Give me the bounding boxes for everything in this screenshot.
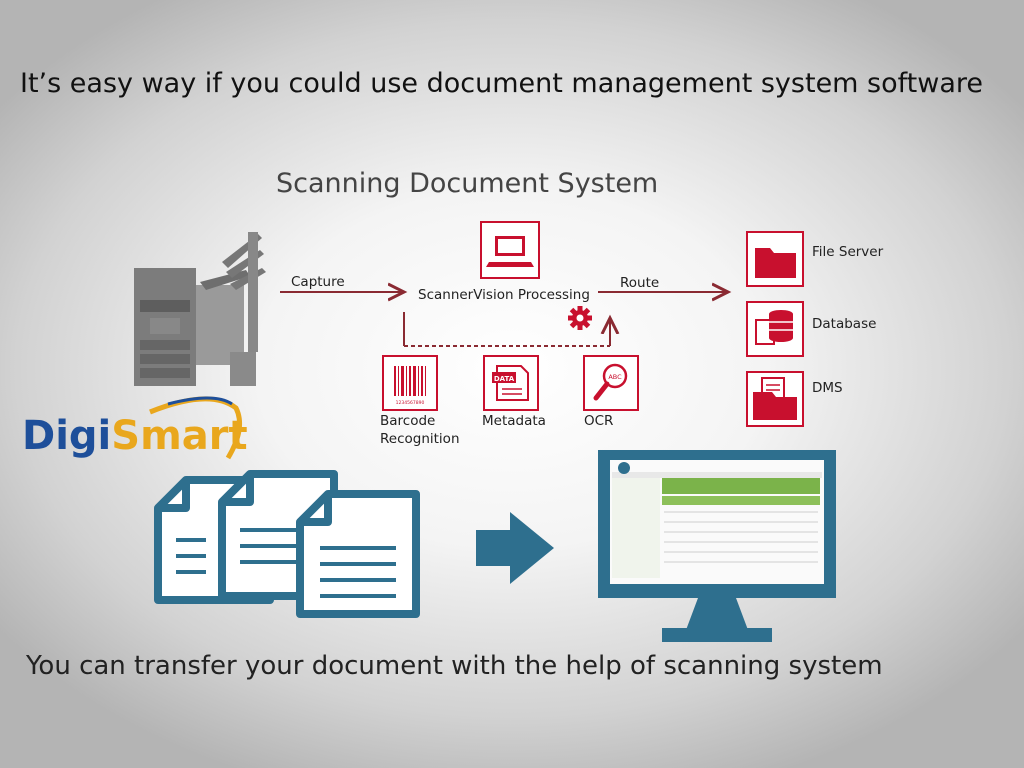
diagram-title: Scanning Document System [276, 168, 659, 199]
barcode-icon [382, 355, 438, 411]
brand-logo-part2: Smart [111, 413, 248, 459]
capture-label: Capture [291, 274, 345, 290]
laptop-icon [480, 221, 540, 279]
destination-label-database: Database [812, 316, 877, 332]
feature-label-metadata: Metadata [482, 413, 546, 429]
logo-swoosh [149, 396, 243, 460]
destination-label-dms: DMS [812, 380, 843, 396]
brand-logo: DigiSmart [22, 413, 248, 459]
database-icon [746, 301, 804, 357]
destination-label-file-server: File Server [812, 244, 884, 260]
folder-icon [746, 231, 804, 287]
barcode-caption: 1234567890 [396, 400, 425, 406]
footer-caption: You can transfer your document with the … [26, 651, 883, 681]
transfer-arrow-icon [476, 512, 554, 584]
gear-icon [568, 306, 592, 330]
processing-label: ScannerVision Processing [418, 287, 590, 303]
feature-label-barcode-line2: Recognition [380, 431, 460, 447]
route-label: Route [620, 275, 660, 291]
magnifier-icon [583, 355, 639, 411]
ocr-caption: ABC [608, 373, 622, 381]
processing-loop [403, 312, 610, 347]
feature-label-barcode: Barcode [380, 413, 436, 429]
printer-icon [134, 232, 266, 386]
headline: It’s easy way if you could use document … [20, 68, 984, 99]
data-caption: DATA [494, 375, 515, 383]
data-document-icon [483, 355, 539, 411]
brand-logo-part1: Digi [22, 413, 112, 459]
feature-label-ocr: OCR [584, 413, 614, 429]
documents-icon [154, 470, 420, 618]
dms-folder-icon [746, 371, 804, 427]
monitor-icon [598, 450, 836, 642]
